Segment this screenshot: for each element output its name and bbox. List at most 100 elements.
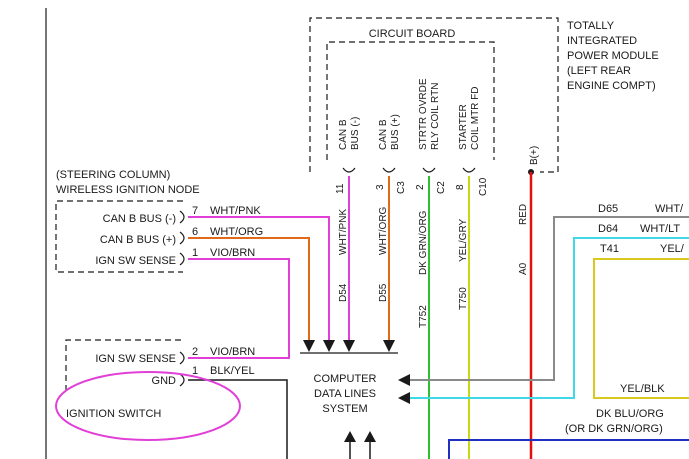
win-pin-label-can-b-minus: CAN B BUS (-)	[103, 213, 176, 225]
computer-data-lines-system: COMPUTER DATA LINES SYSTEM	[314, 373, 377, 415]
ign-switch-wire-label-vio-brn: VIO/BRN	[210, 346, 255, 358]
wire-vio-brn-loop	[188, 258, 290, 359]
win-box	[55, 200, 183, 273]
wire-label-yel-gry: YEL/GRY	[458, 219, 469, 262]
wire-label-wht-org: WHT/ORG	[378, 206, 389, 255]
tipm-pin-label-starter-2: COIL MTR FD	[470, 86, 481, 150]
circuit-label-t750: T750	[458, 287, 469, 310]
wireless-ignition-node: (STEERING COLUMN) WIRELESS IGNITION NODE…	[55, 169, 330, 359]
wire-win-wht-pnk	[188, 216, 330, 340]
arrow-left-d64	[398, 392, 410, 404]
tipm-pin-label-can-b-minus-2: BUS (-)	[350, 117, 361, 150]
connector-cup-d54	[342, 167, 356, 173]
pin-num-c10: C10	[478, 177, 489, 196]
pin-num-c3: C3	[396, 181, 407, 194]
wire-gnd-blk-yel	[188, 379, 288, 459]
right-wire-label-or-dk-grn-org: (OR DK GRN/ORG)	[565, 423, 663, 435]
connector-cup-t752	[422, 167, 436, 173]
connector-cup-t750	[462, 167, 476, 173]
pin-num-2: 2	[415, 184, 426, 190]
cdl-label-line-3: SYSTEM	[322, 403, 367, 415]
win-pin-label-ign-sw-sense: IGN SW SENSE	[95, 255, 176, 267]
tipm-title-line-2: INTEGRATED	[567, 35, 637, 47]
right-wire-label-wht: WHT/	[655, 203, 684, 215]
tipm-b-plus-label: B(+)	[529, 146, 540, 165]
wire-label-red: RED	[518, 204, 529, 225]
wire-label-dk-grn-org: DK GRN/ORG	[418, 210, 429, 275]
arrow-down-4	[383, 340, 395, 352]
right-circuit-label-d65: D65	[598, 203, 618, 215]
ign-switch-pin-cup-2	[179, 351, 185, 365]
tipm-title-line-3: POWER MODULE	[567, 50, 659, 62]
win-pin-num-7: 7	[192, 205, 198, 217]
right-circuit-label-t41: T41	[600, 243, 619, 255]
wire-d64-cyan	[410, 237, 689, 399]
wire-d65-gray	[410, 216, 689, 381]
arrow-up-2	[364, 431, 376, 442]
wire-label-wht-pnk: WHT/PNK	[338, 209, 349, 255]
tipm-pin-label-can-b-plus-1: CAN B	[378, 119, 389, 150]
ign-switch-box	[65, 339, 181, 392]
win-pin-num-1: 1	[192, 247, 198, 259]
pin-num-8: 8	[455, 184, 466, 190]
tipm-pin-label-can-b-minus-1: CAN B	[338, 119, 349, 150]
wire-win-wht-org	[188, 237, 310, 340]
wire-dk-blu-org	[448, 439, 689, 459]
circuit-label-d55: D55	[378, 283, 389, 302]
tipm-outer-box	[309, 17, 559, 173]
ign-switch-title: IGNITION SWITCH	[66, 408, 161, 420]
right-circuit-label-d64: D64	[598, 223, 618, 235]
win-wire-label-vio-brn: VIO/BRN	[210, 247, 255, 259]
circuit-board-box	[326, 41, 495, 160]
tipm-pin-label-strtr-ovrde-2: RLY COIL RTN	[430, 83, 441, 150]
right-wire-label-wht-lt: WHT/LT	[640, 223, 680, 235]
right-side-wires: D65 D64 T41 WHT/ WHT/LT YEL/ YEL/BLK DK …	[398, 203, 689, 459]
tipm-title-line-4: (LEFT REAR	[567, 65, 631, 77]
vertical-wires: WHT/PNK WHT/ORG DK GRN/ORG YEL/GRY RED D…	[338, 172, 533, 459]
ignition-switch: IGN SW SENSE GND 2 1 VIO/BRN BLK/YEL IGN…	[55, 339, 288, 459]
cdl-label-line-1: COMPUTER	[314, 373, 377, 385]
circuit-label-t752: T752	[418, 305, 429, 328]
ign-switch-pin-num-2: 2	[192, 346, 198, 358]
tipm-pin-label-can-b-plus-2: BUS (+)	[390, 114, 401, 150]
win-pin-num-6: 6	[192, 226, 198, 238]
circuit-board-label: CIRCUIT BOARD	[369, 28, 456, 40]
pin-num-11: 11	[335, 183, 346, 194]
ignition-switch-highlight-ellipse	[55, 371, 241, 441]
win-pin-cup-7	[179, 210, 185, 224]
right-wire-label-dk-blu-org: DK BLU/ORG	[596, 408, 664, 420]
tipm-title-line-1: TOTALLY	[567, 20, 615, 32]
right-wire-label-yel-blk: YEL/BLK	[620, 383, 665, 395]
tipm-title-line-5: ENGINE COMPT)	[567, 80, 656, 92]
arrow-left-d65	[398, 374, 410, 386]
win-title-line-2: WIRELESS IGNITION NODE	[56, 184, 200, 196]
tipm-pin-label-strtr-ovrde-1: STRTR OVRDE	[418, 78, 429, 150]
cdl-input-arrows	[300, 340, 398, 459]
win-wire-label-wht-pnk: WHT/PNK	[210, 205, 261, 217]
pin-num-3: 3	[375, 184, 386, 190]
pin-num-c2: C2	[436, 181, 447, 194]
right-wire-label-yel: YEL/	[660, 243, 685, 255]
ign-switch-wire-label-blk-yel: BLK/YEL	[210, 365, 255, 377]
connector-cup-d55	[382, 167, 396, 173]
circuit-label-d54: D54	[338, 283, 349, 302]
win-pin-cup-6	[179, 231, 185, 245]
ign-switch-pin-label-ign-sw-sense: IGN SW SENSE	[95, 353, 176, 365]
win-pin-cup-1	[179, 252, 185, 266]
circuit-label-a0: A0	[518, 262, 529, 275]
cdl-label-line-2: DATA LINES	[314, 388, 376, 400]
win-pin-label-can-b-plus: CAN B BUS (+)	[100, 234, 176, 246]
arrow-up-1	[344, 431, 356, 442]
ign-switch-pin-cup-1	[179, 373, 185, 387]
ign-switch-pin-num-1: 1	[192, 365, 198, 377]
tipm-pin-label-starter-1: STARTER	[458, 104, 469, 150]
wire-t41-yellow	[593, 258, 689, 399]
arrow-down-3	[343, 340, 355, 352]
win-title-line-1: (STEERING COLUMN)	[56, 169, 170, 181]
win-wire-label-wht-org: WHT/ORG	[210, 226, 263, 238]
arrow-down-2	[323, 340, 335, 352]
tipm-module: CIRCUIT BOARD TOTALLY INTEGRATED POWER M…	[309, 17, 659, 196]
ign-switch-pin-label-gnd: GND	[152, 375, 177, 387]
